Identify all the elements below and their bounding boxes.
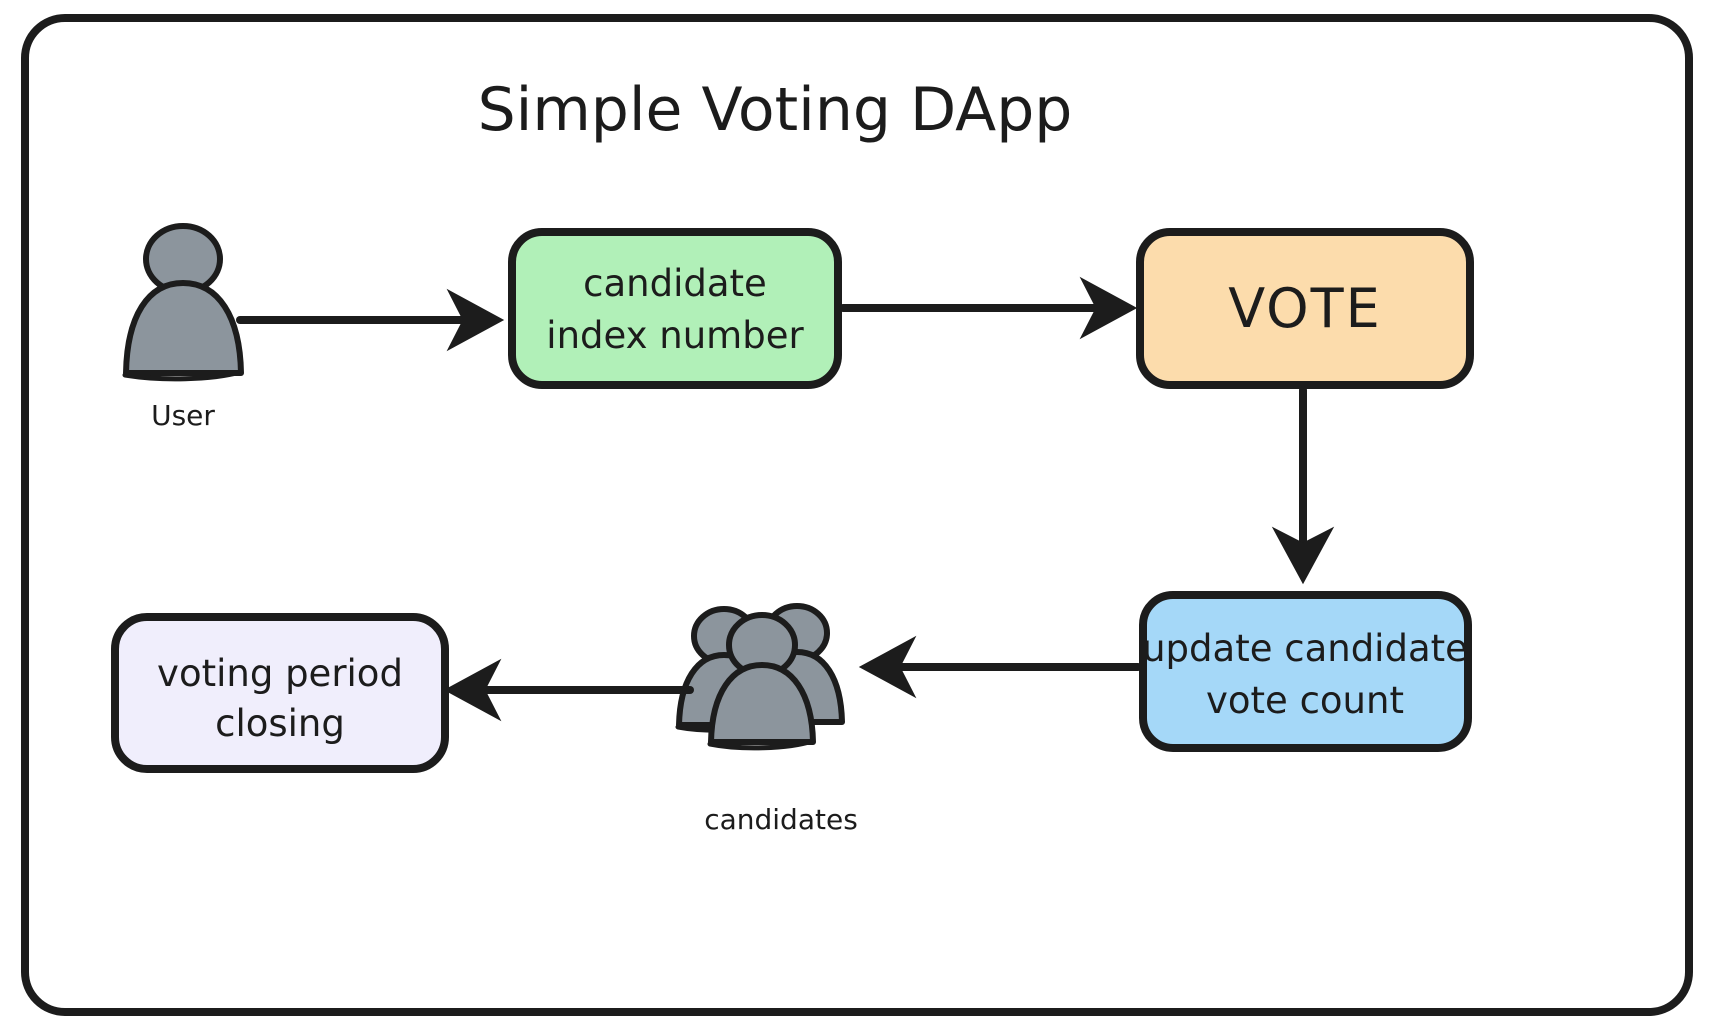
node-vote[interactable]: VOTE bbox=[1136, 228, 1474, 389]
candidates-caption: candidates bbox=[704, 803, 858, 836]
node-voting-period-closing[interactable]: voting period closing bbox=[111, 613, 449, 773]
vote-label: VOTE bbox=[1228, 277, 1382, 340]
diagram-title: Simple Voting DApp bbox=[478, 75, 1073, 145]
candidate-index-label-line1: candidate bbox=[583, 262, 767, 305]
voting-period-closing-label-line2: closing bbox=[215, 702, 345, 745]
user-icon bbox=[122, 223, 244, 382]
user-caption: User bbox=[151, 399, 215, 432]
diagram-frame bbox=[21, 14, 1693, 1016]
node-update-count[interactable]: update candidate vote count bbox=[1139, 591, 1472, 752]
update-count-box[interactable] bbox=[1139, 591, 1472, 752]
users-group-icon bbox=[675, 603, 845, 751]
candidate-index-box[interactable] bbox=[508, 228, 842, 389]
candidate-index-label-line2: index number bbox=[546, 314, 804, 357]
node-candidate-index[interactable]: candidate index number bbox=[508, 228, 842, 389]
voting-period-closing-label-line1: voting period bbox=[157, 652, 403, 695]
vote-box[interactable] bbox=[1136, 228, 1474, 389]
voting-period-closing-box[interactable] bbox=[111, 613, 449, 773]
update-count-label-line2: vote count bbox=[1206, 679, 1404, 722]
update-count-label-line1: update candidate bbox=[1142, 627, 1468, 670]
